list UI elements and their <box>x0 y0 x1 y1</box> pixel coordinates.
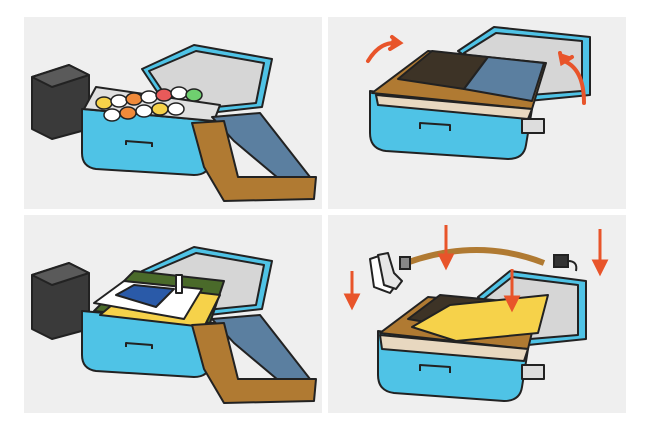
rolled-clothes <box>95 86 203 122</box>
belt-icon <box>399 247 546 270</box>
draped-trousers <box>191 314 317 404</box>
charger-icon <box>553 254 578 272</box>
packing-cube <box>31 64 90 140</box>
folded-stack <box>371 50 547 120</box>
panel-step-2 <box>328 17 626 209</box>
panel-step-1 <box>24 17 322 209</box>
draped-trousers <box>191 112 317 202</box>
packed-contents <box>379 294 549 362</box>
panel-step-3 <box>24 215 322 413</box>
fold-arrow-icon <box>366 35 586 105</box>
shirt-stack <box>93 270 225 328</box>
socks-icon <box>369 252 403 294</box>
packing-cube <box>31 262 90 340</box>
panel-step-4 <box>328 215 626 413</box>
down-arrow-icon <box>343 225 609 313</box>
